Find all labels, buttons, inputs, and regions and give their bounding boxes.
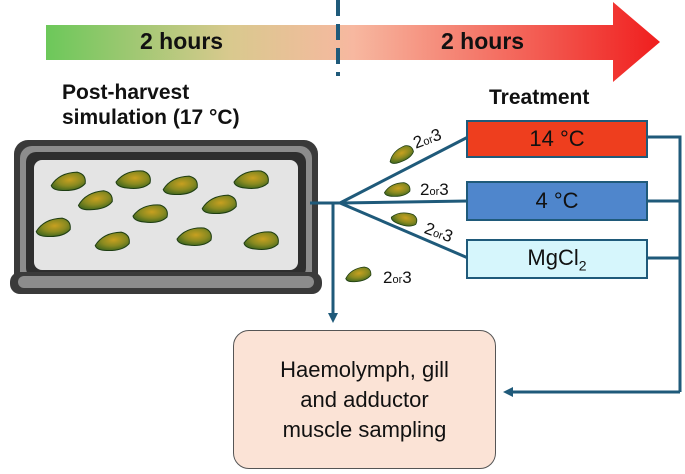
mgcl2-subscript: 2	[578, 257, 587, 274]
timeline-phase1-label: 2 hours	[140, 28, 224, 54]
sampling-box: Haemolymph, gill and adductor muscle sam…	[233, 330, 496, 469]
count-num: 2	[383, 268, 393, 287]
treatment-box-14c-label: 14 °C	[529, 126, 585, 151]
treatment-box-14c: 14 °C	[466, 120, 648, 158]
treatment-box-4c-label: 4 °C	[535, 188, 579, 213]
count-label-direct: 2or3	[383, 268, 412, 288]
count-num2: 3	[402, 268, 412, 287]
post-harvest-line1: Post-harvest	[62, 81, 190, 104]
sampling-line3: muscle sampling	[282, 416, 447, 442]
sampling-line2: and adductor	[300, 386, 429, 412]
count-label-4c: 2or3	[420, 180, 449, 200]
timeline-arrow	[46, 2, 660, 82]
post-harvest-label: Post-harvest simulation (17 °C)	[62, 80, 240, 130]
count-or: or	[429, 186, 440, 198]
flow-connectors	[310, 135, 682, 397]
treatment-box-mgcl2: MgCl2	[466, 239, 648, 279]
post-harvest-line2: simulation (17 °C)	[62, 106, 240, 129]
timeline-phase2-label: 2 hours	[441, 28, 525, 54]
count-or: or	[392, 274, 403, 286]
mussel-icons	[345, 145, 418, 283]
treatment-box-4c: 4 °C	[466, 181, 648, 221]
mgcl2-base: MgCl	[527, 244, 579, 270]
count-num2: 3	[439, 180, 449, 199]
mussels-in-tray	[35, 170, 279, 252]
count-num: 2	[420, 180, 430, 199]
treatment-box-mgcl2-label: MgCl2	[527, 245, 586, 273]
treatment-title: Treatment	[489, 86, 590, 109]
sampling-line1: Haemolymph, gill	[280, 356, 449, 382]
